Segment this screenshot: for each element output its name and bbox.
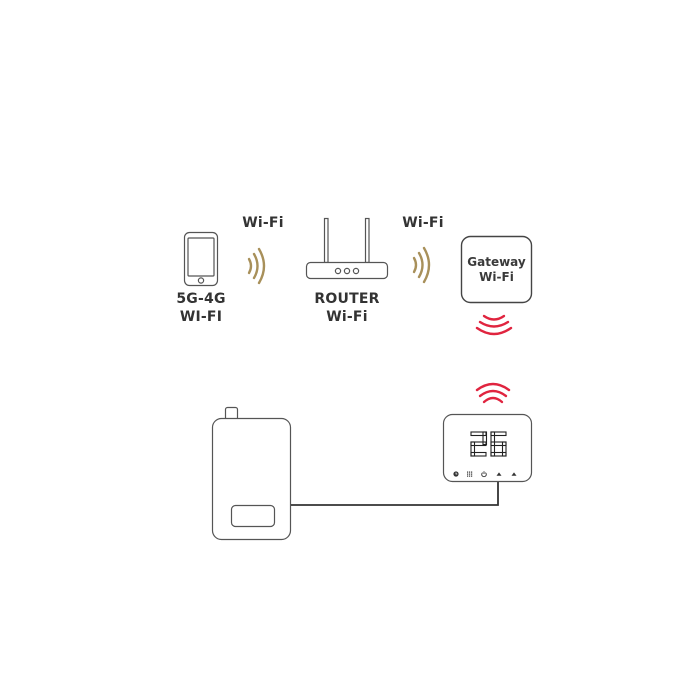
- temperature-display: [470, 431, 507, 457]
- gateway-label-line1: Gateway: [467, 255, 526, 269]
- router-label-line1: ROUTER: [314, 291, 380, 307]
- router-label: ROUTER Wi-Fi: [303, 290, 391, 326]
- power-icon[interactable]: [481, 471, 487, 478]
- wire-connection: [291, 482, 499, 506]
- radio-signal-up-icon: [475, 382, 511, 404]
- phone-label-line1: 5G-4G: [176, 291, 226, 307]
- up-arrow-icon[interactable]: [496, 472, 502, 476]
- radio-signal-down-icon: [475, 314, 513, 336]
- phone-label-line2: WI-FI: [179, 309, 223, 325]
- router-label-line2: Wi-Fi: [326, 309, 368, 325]
- clock-icon[interactable]: [453, 471, 459, 477]
- link-label-phone-router: Wi-Fi: [242, 215, 284, 231]
- phone-label: 5G-4G WI-FI: [165, 290, 237, 326]
- wifi-waves-icon: [412, 246, 431, 284]
- gateway-label-line2: Wi-Fi: [479, 270, 514, 284]
- up-arrow-icon[interactable]: [511, 472, 517, 476]
- boiler-icon: [211, 406, 292, 541]
- router-icon: [305, 217, 389, 280]
- menu-grid-icon[interactable]: [467, 471, 473, 477]
- gateway-label: Gateway Wi-Fi: [461, 255, 532, 285]
- thermostat-icon: [442, 413, 533, 483]
- wifi-waves-icon: [247, 247, 266, 285]
- gateway-box-icon: [460, 235, 533, 304]
- link-label-router-gateway: Wi-Fi: [402, 215, 444, 231]
- smartphone-icon: [183, 231, 219, 287]
